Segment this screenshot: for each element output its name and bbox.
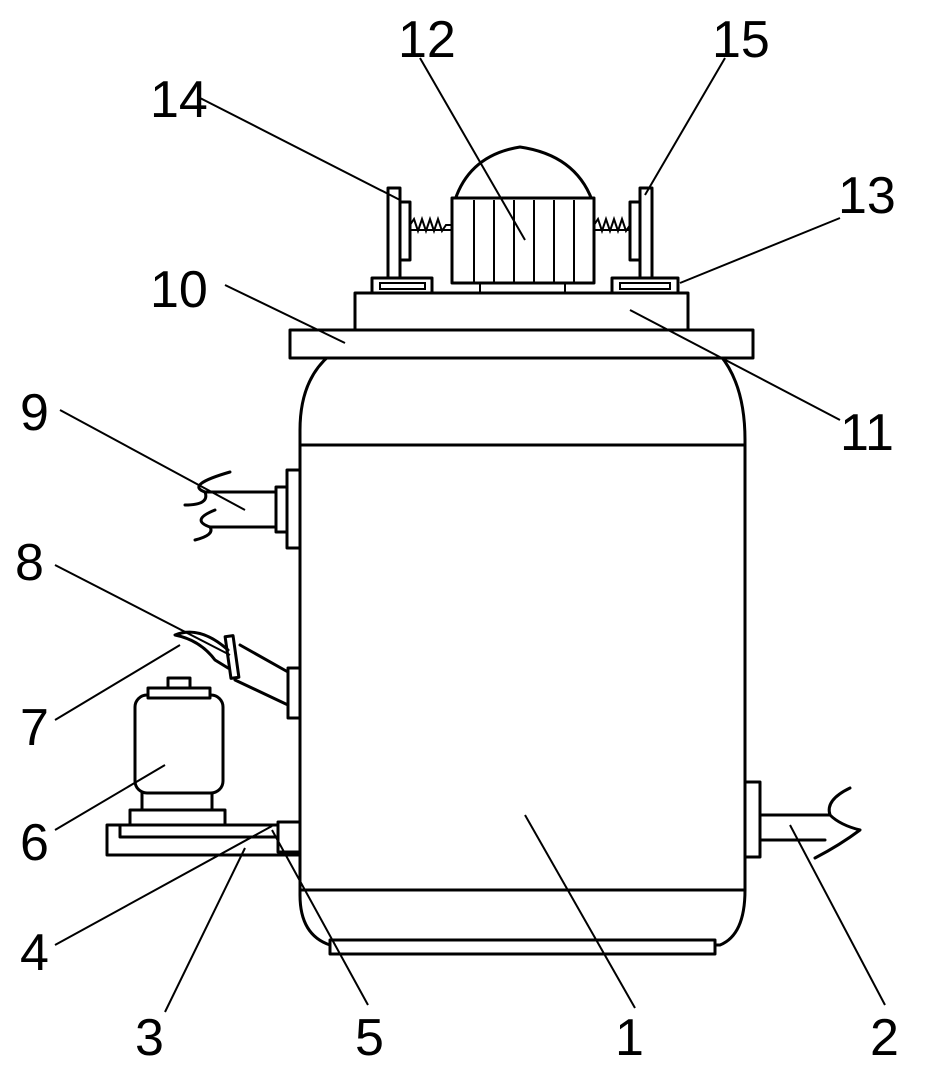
label-12: 12 xyxy=(398,11,456,69)
motor xyxy=(450,145,596,293)
left-clamp xyxy=(370,186,452,295)
label-7: 7 xyxy=(20,699,49,757)
right-clamp xyxy=(593,186,680,295)
label-14: 14 xyxy=(150,71,208,129)
label-8: 8 xyxy=(15,534,44,592)
label-5: 5 xyxy=(355,1009,384,1067)
pump xyxy=(105,676,302,857)
label-9: 9 xyxy=(20,384,49,442)
upper-pipe xyxy=(183,468,302,550)
outlet-pipe xyxy=(743,780,862,860)
tank-body xyxy=(298,353,747,956)
lid-plate xyxy=(288,291,755,360)
leader-lines xyxy=(54,57,886,1013)
callout-labels: 1 2 3 4 5 6 7 8 9 10 11 12 13 14 15 xyxy=(15,11,899,1067)
valve-pipe xyxy=(173,630,302,720)
label-13: 13 xyxy=(838,167,896,225)
label-11: 11 xyxy=(840,404,894,462)
label-2: 2 xyxy=(870,1009,899,1067)
label-15: 15 xyxy=(712,11,770,69)
label-6: 6 xyxy=(20,814,49,872)
label-3: 3 xyxy=(135,1009,164,1067)
label-10: 10 xyxy=(150,261,208,319)
label-1: 1 xyxy=(615,1009,644,1067)
label-4: 4 xyxy=(20,924,49,982)
